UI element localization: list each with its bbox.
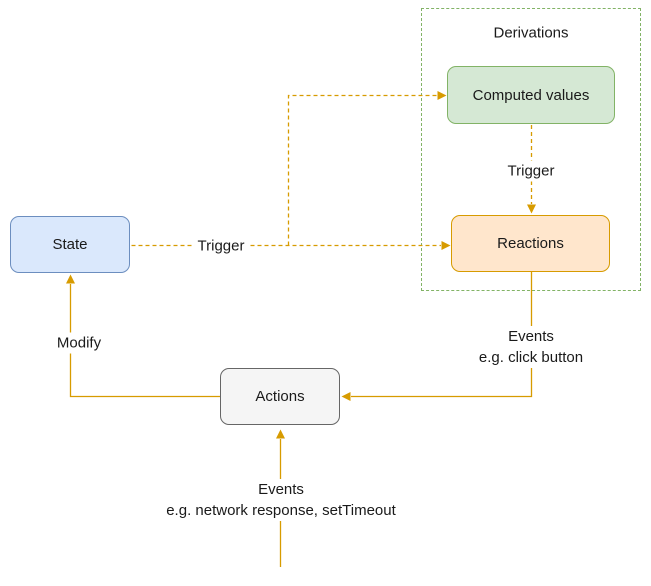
edge-label-events-click: Events e.g. click button: [475, 326, 587, 368]
node-reactions-label: Reactions: [497, 235, 564, 252]
arrowhead-actions-to-state: [66, 274, 75, 284]
node-reactions: Reactions: [451, 215, 610, 272]
edge-label-trigger-computed: Trigger: [504, 160, 558, 182]
edge-label-trigger-state: Trigger: [194, 235, 248, 257]
derivations-group-title: Derivations: [493, 24, 569, 42]
node-computed-values-label: Computed values: [472, 86, 590, 104]
edge-label-events-network: Events e.g. network response, setTimeout: [163, 479, 399, 521]
arrow-actions-to-state: [69, 284, 220, 398]
node-state-label: State: [52, 236, 88, 253]
node-computed-values: Computed values: [447, 66, 615, 124]
edge-label-events-click-line1: Events: [508, 328, 554, 345]
arrowhead-computed-to-reactions: [527, 204, 536, 214]
node-actions-label: Actions: [255, 388, 305, 405]
edge-label-events-network-line1: Events: [258, 481, 304, 498]
node-state: State: [10, 216, 130, 273]
arrow-state-to-computed: [287, 94, 437, 246]
arrowhead-state-to-reactions: [441, 241, 451, 250]
edge-label-modify: Modify: [53, 332, 105, 354]
arrow-reactions-to-actions: [351, 272, 533, 398]
node-actions: Actions: [220, 368, 340, 425]
edge-label-events-click-line2: e.g. click button: [478, 349, 584, 366]
edge-label-events-network-line2: e.g. network response, setTimeout: [166, 502, 396, 519]
arrowhead-reactions-to-actions: [341, 392, 351, 401]
arrowhead-state-to-computed: [437, 91, 447, 100]
arrowhead-external-to-actions: [276, 429, 285, 439]
